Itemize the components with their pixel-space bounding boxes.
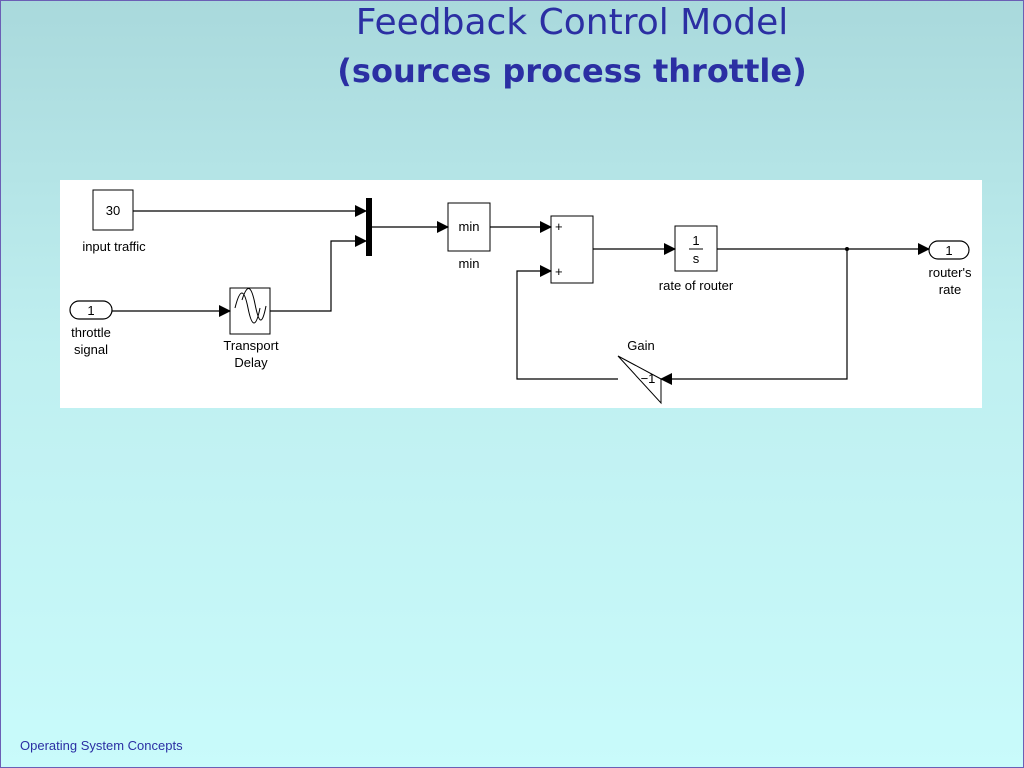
gain-label: Gain <box>627 338 654 353</box>
throttle-inport[interactable]: 1 <box>69 300 113 320</box>
constant-block[interactable]: 30 <box>92 189 134 231</box>
min-block-label: min <box>459 256 480 271</box>
signal-lines <box>112 205 930 385</box>
throttle-port-number: 1 <box>87 303 94 318</box>
transport-delay-block[interactable] <box>229 287 271 335</box>
gain-value: −1 <box>641 371 656 386</box>
throttle-label-2: signal <box>74 342 108 357</box>
integrator-label: rate of router <box>659 278 734 293</box>
slide-title: Feedback Control Model <box>355 2 789 43</box>
slide-subtitle: (sources process throttle) <box>337 52 807 90</box>
sum-plus-top: + <box>555 219 563 234</box>
min-block[interactable]: min <box>447 202 491 252</box>
throttle-label-1: throttle <box>71 325 111 340</box>
output-label-2: rate <box>939 282 961 297</box>
min-block-text: min <box>459 219 480 234</box>
sum-plus-bottom: + <box>555 264 563 279</box>
integrator-denominator: s <box>693 251 700 266</box>
input-traffic-label: input traffic <box>82 239 146 254</box>
output-port-number: 1 <box>945 243 952 258</box>
delay-wave-icon <box>234 288 267 324</box>
constant-value: 30 <box>106 203 120 218</box>
output-label-1: router's <box>929 265 972 280</box>
gain-block[interactable]: −1 <box>617 355 662 405</box>
router-rate-outport[interactable]: 1 <box>928 240 970 260</box>
integrator-numerator: 1 <box>692 233 699 248</box>
transport-delay-label-1: Transport <box>223 338 279 353</box>
mux-block[interactable] <box>366 198 372 256</box>
transport-delay-label-2: Delay <box>234 355 268 370</box>
simulink-diagram: 30 input traffic 1 throttle signal Trans… <box>60 180 982 408</box>
block-diagram: 30 input traffic 1 throttle signal Trans… <box>69 189 972 405</box>
sum-block[interactable]: + + <box>550 215 594 284</box>
footer-text: Operating System Concepts <box>20 738 183 753</box>
integrator-block[interactable]: 1 s <box>674 225 718 272</box>
branch-point <box>845 247 849 251</box>
